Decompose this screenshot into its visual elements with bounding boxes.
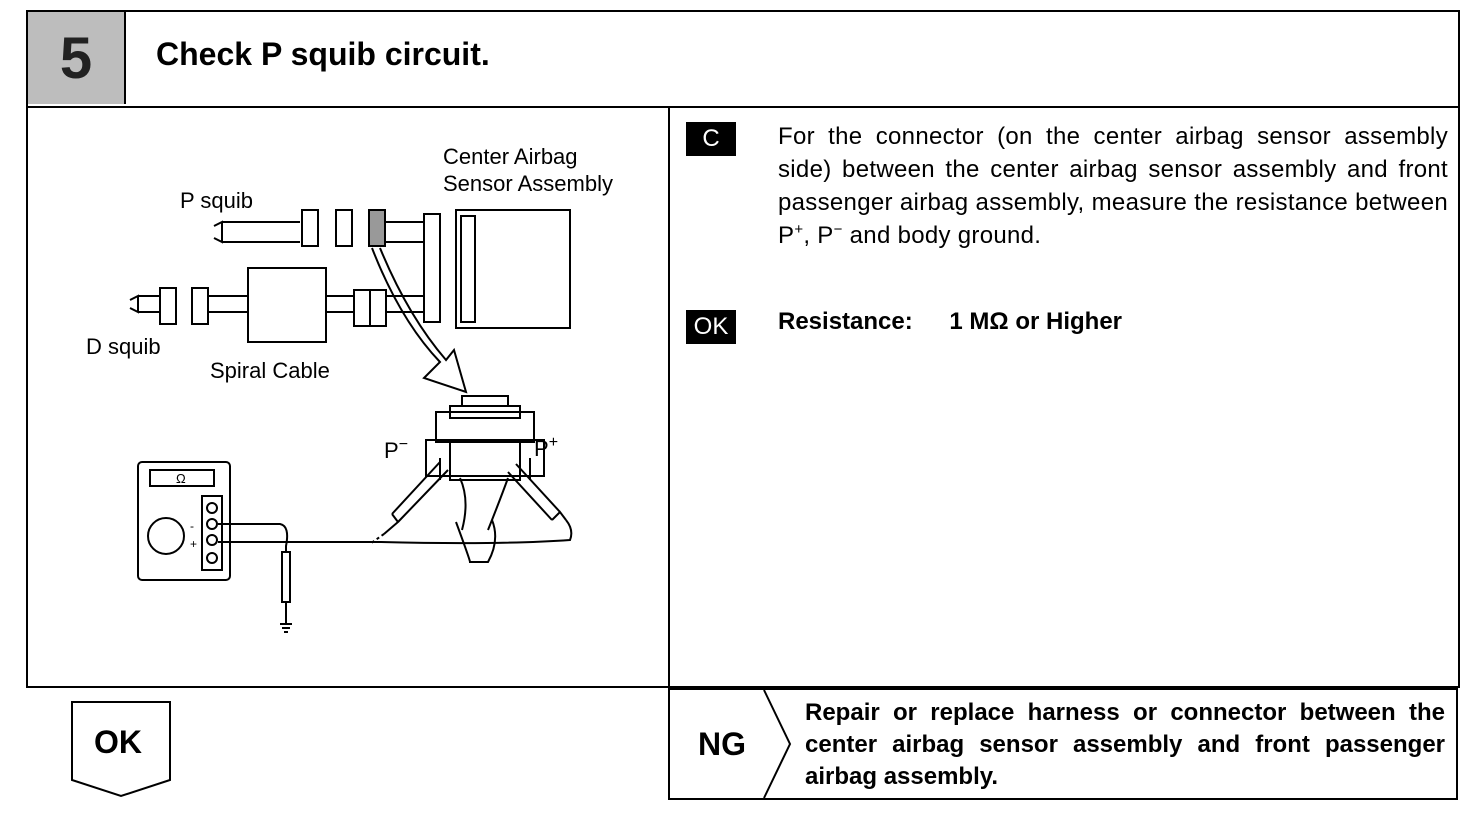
- instruction-badge: C: [686, 122, 736, 156]
- ng-arrow-divider: [763, 689, 792, 799]
- spiral-cable-box: [247, 267, 327, 343]
- label-spiral-cable: Spiral Cable: [210, 358, 330, 383]
- p-squib-connector-2: [335, 209, 353, 247]
- sensor-bracket: [423, 213, 441, 323]
- d-squib-connector-2: [191, 287, 209, 325]
- instruction-text: For the connector (on the center airbag …: [778, 123, 1448, 249]
- ng-action-text: Repair or replace harness or connector b…: [805, 699, 1445, 790]
- connector-detail: [425, 395, 545, 481]
- p-harness: [385, 221, 424, 243]
- step-title: Check P squib circuit.: [156, 36, 490, 72]
- ok-outcome-shape: [71, 701, 171, 798]
- spiral-connector-2: [369, 289, 387, 327]
- d-squib-cable: [129, 294, 160, 314]
- label-d-squib: D squib: [86, 334, 161, 359]
- svg-text:+: +: [190, 537, 197, 551]
- svg-text:-: -: [190, 519, 194, 533]
- d-squib-connector-1: [159, 287, 177, 325]
- sensor-body: [455, 209, 571, 329]
- step-number: 5: [28, 12, 126, 104]
- callout-arrow: [371, 247, 468, 394]
- label-sensor-assembly: Sensor Assembly: [443, 171, 613, 196]
- p-squib-connector-hatched: [368, 209, 386, 247]
- result-value: 1 MΩ or Higher: [949, 308, 1122, 335]
- result-line: Resistance: 1 MΩ or Higher: [778, 308, 1122, 336]
- spiral-connector-1: [353, 289, 371, 327]
- connector-harness: [455, 477, 509, 563]
- meter-lead-positive: [218, 519, 573, 545]
- label-p-squib: P squib: [180, 188, 253, 213]
- diagram: Center Airbag Sensor Assembly P squib D …: [86, 144, 613, 633]
- label-p-minus: P−: [384, 436, 408, 463]
- meter-lead-negative: [218, 523, 289, 552]
- sensor-connector: [460, 215, 476, 323]
- ohm-symbol: Ω: [176, 471, 186, 486]
- p-squib-connector-1: [301, 209, 319, 247]
- p-squib-cable: [213, 220, 300, 244]
- ground-probe: [280, 551, 292, 633]
- probe-right: [507, 463, 567, 521]
- column-divider: [668, 106, 670, 688]
- ok-outcome-label: OK: [94, 724, 142, 760]
- result-label: Resistance:: [778, 308, 913, 335]
- label-center-airbag: Center Airbag: [443, 144, 578, 169]
- ohmmeter: [137, 461, 231, 581]
- header-box: [26, 10, 1460, 106]
- probe-left: [383, 461, 449, 535]
- ng-box: [668, 688, 1458, 800]
- ng-label: NG: [698, 726, 746, 762]
- main-box: [26, 106, 1460, 688]
- label-p-plus: P+: [534, 434, 558, 461]
- ok-badge: OK: [686, 310, 736, 344]
